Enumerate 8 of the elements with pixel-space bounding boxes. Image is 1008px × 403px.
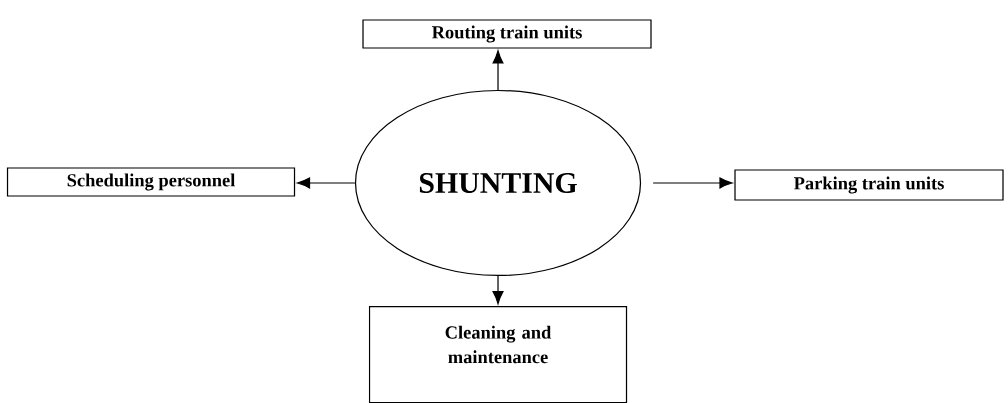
- process-box: Routing train units: [362, 19, 652, 49]
- process-box: Scheduling personnel: [6, 167, 296, 197]
- arrow: [492, 50, 504, 91]
- arrow: [652, 177, 733, 189]
- process-box: Cleaning and maintenance: [368, 306, 628, 403]
- arrow: [296, 177, 356, 189]
- arrow: [492, 275, 504, 305]
- process-box: Parking train units: [734, 169, 1004, 201]
